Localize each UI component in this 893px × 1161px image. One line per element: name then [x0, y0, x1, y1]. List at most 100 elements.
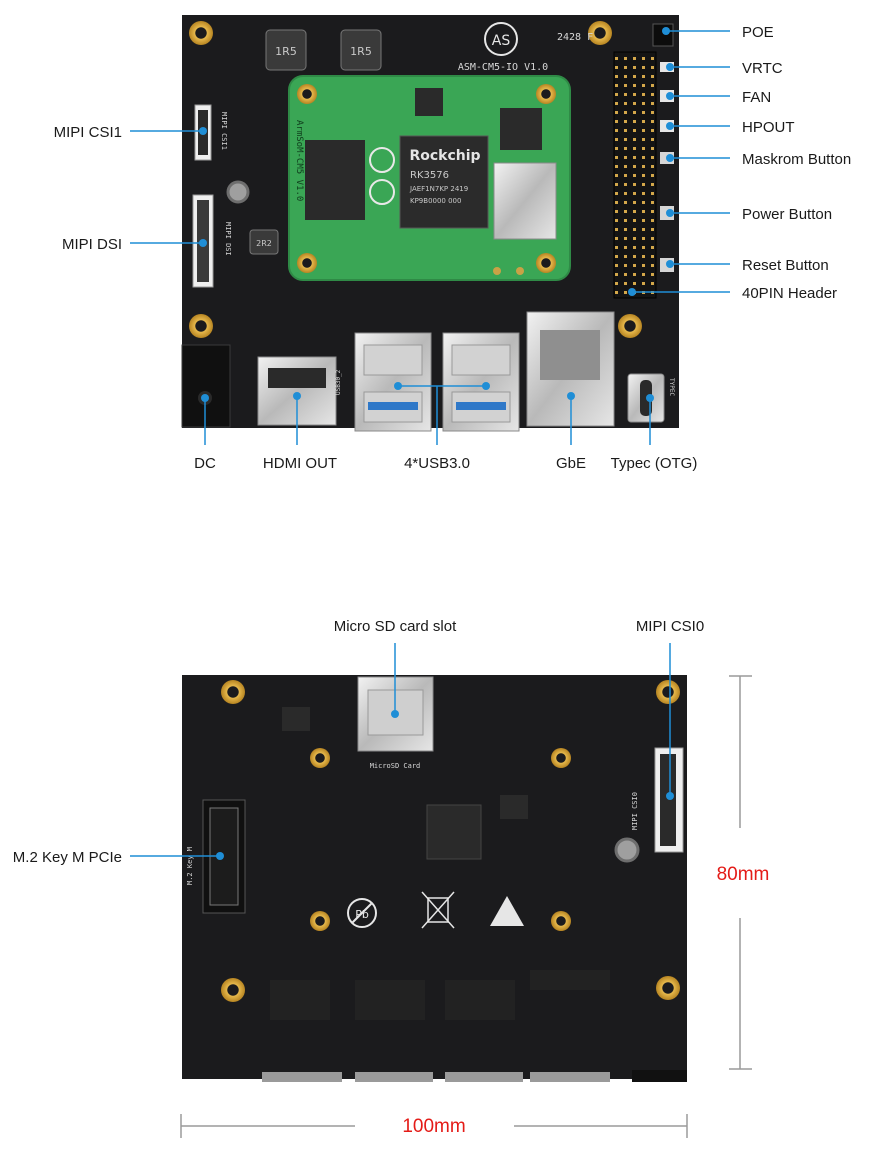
pb-free-icon-text: Pb [355, 908, 369, 921]
dimension-height: 80mm [717, 675, 770, 1070]
usb-stack-left [354, 332, 432, 432]
label-csi0: MIPI CSI0 [636, 618, 704, 635]
small-chip [500, 795, 528, 819]
label-vrtc: VRTC [742, 60, 783, 77]
label-reset: Reset Button [742, 257, 829, 274]
board-label: ASM-CM5-IO V1.0 [458, 62, 548, 73]
antenna-connector [493, 267, 501, 275]
label-m2: M.2 Key M PCIe [13, 849, 122, 866]
label-hpout: HPOUT [742, 119, 795, 136]
hdmi-opening [268, 368, 326, 388]
callout-dot-hpout [666, 122, 674, 130]
mount-hole [656, 680, 680, 704]
ethernet-opening [540, 330, 600, 380]
cert-logo [369, 179, 395, 205]
pmic-chip [415, 88, 443, 116]
mount-hole [618, 314, 642, 338]
label-40pin-header: 40PIN Header [742, 285, 837, 302]
inductor-small-marking: 2R2 [256, 239, 272, 248]
label-maskrom: Maskrom Button [742, 151, 851, 168]
top-callouts-bottom: DC HDMI OUT 4*USB3.0 GbE Typec (OTG) [194, 382, 697, 472]
callout-dot-header [628, 288, 636, 296]
standoff-pad [310, 911, 330, 931]
label-poe: POE [742, 24, 774, 41]
pad-field [530, 970, 610, 990]
standoff-pad [551, 748, 571, 768]
callout-dot-reset [666, 260, 674, 268]
silk-csi1: MIPI CSI1 [220, 112, 228, 150]
cert-logo [369, 147, 395, 173]
mount-hole [189, 21, 213, 45]
soc-brand: Rockchip [409, 148, 480, 164]
armsom-logo-mark: AS [492, 33, 511, 49]
weee-bin-icon [421, 891, 455, 929]
date-code: 2428 F [557, 32, 593, 43]
mount-hole [588, 21, 612, 45]
silk-usb: USB30_2 [335, 369, 342, 395]
module-mount-hole [297, 84, 317, 104]
module-label: ArmSoM-CM5 V1.0 [294, 120, 304, 201]
callout-dot-dc [201, 394, 209, 402]
soc-lot: JAEF1N7KP 2419 [409, 185, 468, 193]
edge-connector [445, 1072, 523, 1082]
module-mount-hole [297, 253, 317, 273]
compute-module: ArmSoM-CM5 V1.0 Rockchip RK3576 JAEF1N7K… [288, 75, 571, 281]
callout-dot-hdmi [293, 392, 301, 400]
module-mount-hole [536, 253, 556, 273]
pb-free-icon [347, 898, 377, 928]
mount-hole [189, 314, 213, 338]
callout-dot-csi1 [199, 127, 207, 135]
inductor [340, 29, 382, 71]
usb-stack-right [442, 332, 520, 432]
standoff-pad [310, 748, 330, 768]
label-microsd: Micro SD card slot [334, 618, 457, 635]
wifi-shield [493, 162, 557, 240]
inductor [265, 29, 307, 71]
label-power: Power Button [742, 206, 832, 223]
memory-chip [305, 140, 365, 220]
silk-csi0: MIPI CSI0 [631, 792, 639, 830]
inductor-marking: 1R5 [350, 45, 372, 58]
antenna-connector [516, 267, 524, 275]
mount-hole [656, 976, 680, 1000]
emmc-chip [500, 108, 542, 150]
silk-typec: TYPEC [668, 378, 675, 396]
edge-connector [262, 1072, 342, 1082]
callout-dot-typec [646, 394, 654, 402]
dc-jack [181, 344, 231, 428]
dimension-height-label: 80mm [717, 864, 770, 885]
mipi-csi0-slot [660, 754, 676, 846]
edge-connector [632, 1070, 687, 1082]
standoff [226, 180, 250, 204]
label-hdmi: HDMI OUT [263, 455, 337, 472]
callout-dot-maskrom [666, 154, 674, 162]
edge-connector [355, 1072, 433, 1082]
callout-dot-usb [394, 382, 402, 390]
callout-dot-csi0 [666, 792, 674, 800]
top-callouts-left: MIPI CSI1 MIPI DSI [54, 124, 207, 253]
standoff-pad [551, 911, 571, 931]
mount-hole [221, 680, 245, 704]
esd-warning-icon [490, 896, 524, 926]
gpio-40pin-header [613, 51, 657, 299]
callout-dot-m2 [216, 852, 224, 860]
callout-dot-gbe [567, 392, 575, 400]
bottom-board: MicroSD Card MIPI CSI0 M.2 Key M Pb [182, 675, 687, 1082]
callout-dot-usb [482, 382, 490, 390]
callout-dot-fan [666, 92, 674, 100]
module-mount-hole [536, 84, 556, 104]
soc-model: RK3576 [410, 170, 449, 181]
top-board: AS ASM-CM5-IO V1.0 2428 F 1R5 1R5 2R2 MI… [181, 15, 679, 432]
silk-m2: M.2 Key M [186, 847, 194, 885]
pad-field [445, 980, 515, 1020]
silk-microsd: MicroSD Card [370, 762, 421, 770]
edge-connector [530, 1072, 610, 1082]
bottom-callouts: Micro SD card slot MIPI CSI0 M.2 Key M P… [13, 618, 704, 866]
soc-code: KP9B0000 000 [410, 197, 461, 205]
pad-field [355, 980, 425, 1020]
label-typec: Typec (OTG) [611, 455, 698, 472]
callout-dot-microsd [391, 710, 399, 718]
label-csi1: MIPI CSI1 [54, 124, 122, 141]
small-chip [282, 707, 310, 731]
